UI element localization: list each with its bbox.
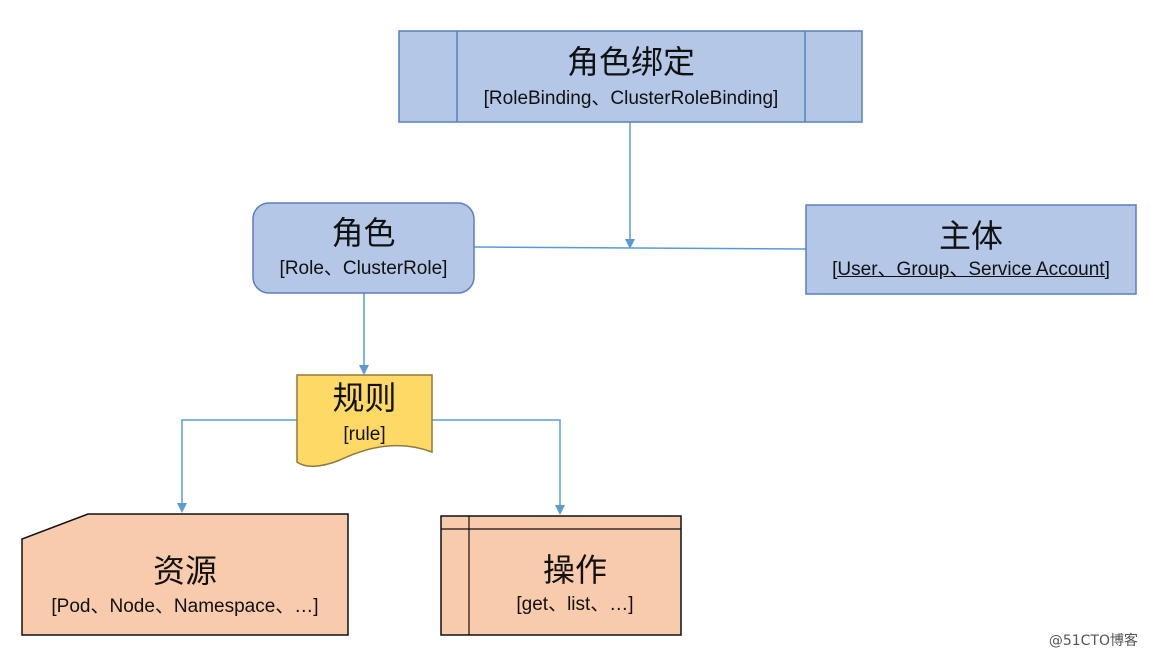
- watermark-text: @51CTO博客: [1048, 633, 1138, 649]
- connectors: [177, 122, 807, 515]
- rule-title: 规则: [332, 379, 397, 417]
- rule-document-shape: [296, 374, 433, 467]
- operation-title: 操作: [542, 551, 607, 589]
- operation-box: [440, 515, 682, 636]
- role-subject-connector: [473, 246, 807, 250]
- role-box: [252, 202, 475, 294]
- role-binding-title: 角色绑定: [566, 43, 695, 81]
- role-title: 角色: [331, 214, 396, 252]
- operation-subtitle: [get、list、…]: [516, 594, 634, 615]
- subject-title: 主体: [938, 217, 1003, 255]
- role-subtitle: [Role、ClusterRole]: [279, 258, 448, 279]
- role-binding-box: [398, 30, 863, 123]
- rule-subtitle: [rule]: [343, 424, 386, 445]
- rule-to-resource-arrow: [177, 419, 297, 513]
- operation-node: [440, 515, 682, 636]
- resource-subtitle: [Pod、Node、Namespace、…]: [51, 596, 319, 617]
- role-binding-node: [398, 30, 863, 123]
- rule-to-operation-arrow: [432, 419, 565, 515]
- subject-box: [805, 204, 1137, 295]
- resource-card-shape: [21, 513, 349, 636]
- subject-subtitle: [User、Group、Service Account]: [832, 259, 1110, 280]
- resource-title: 资源: [152, 552, 217, 590]
- role-binding-subtitle: [RoleBinding、ClusterRoleBinding]: [483, 88, 779, 109]
